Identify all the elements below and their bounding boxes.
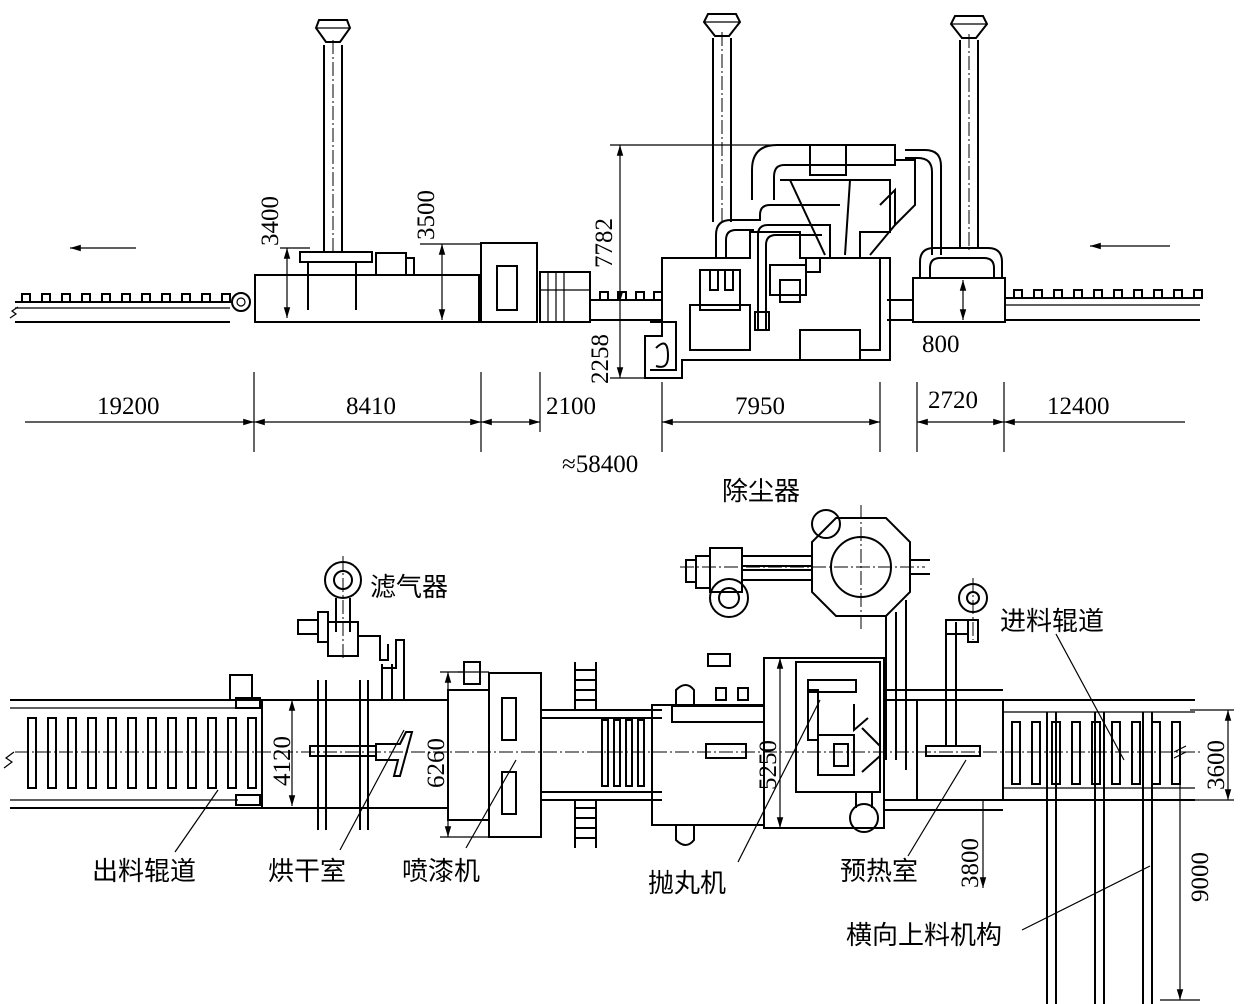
roller-block: [221, 293, 231, 303]
roller-block: [1053, 289, 1063, 299]
roller-block: [41, 293, 51, 303]
roller-block: [181, 293, 191, 303]
roller-block: [1113, 289, 1123, 299]
plan-paint-sprayer: [447, 661, 662, 838]
roller-slot: [637, 719, 645, 787]
label-cross-loader: 横向上料机构: [846, 921, 1002, 951]
plan-shot-blaster: [651, 505, 930, 846]
elevation-outfeed-roller: [9, 292, 251, 323]
elevation-view: 3400 3500 7782 2258 800 19200 8410 2100: [9, 13, 1203, 478]
roller-block: [599, 291, 609, 301]
plan-preheat-room: [884, 578, 1004, 811]
roller-slot: [207, 717, 217, 789]
roller-block: [1193, 289, 1203, 299]
plan-cross-conveyor-1: [574, 662, 645, 848]
roller-block: [21, 293, 31, 303]
roller-slot: [1151, 721, 1161, 785]
label-dust-collector: 除尘器: [722, 477, 800, 507]
label-outfeed-roller: 出料辊道: [92, 857, 196, 887]
elevation-mid-roller: [590, 291, 663, 321]
roller-slot: [227, 717, 237, 789]
label-preheat-room: 预热室: [840, 857, 918, 887]
roller-slot: [1071, 721, 1081, 785]
roller-slot: [147, 717, 157, 789]
roller-slot: [601, 719, 609, 787]
label-paint-sprayer: 喷漆机: [402, 857, 480, 887]
label-air-filter: 滤气器: [370, 573, 448, 603]
roller-slot: [247, 717, 257, 789]
roller-block: [161, 293, 171, 303]
roller-slot: [1111, 721, 1121, 785]
roller-block: [617, 291, 627, 301]
dim-total-length: ≈58400: [562, 451, 638, 478]
plan-dims: [288, 658, 1234, 1001]
elevation-shot-blaster: [644, 13, 942, 379]
roller-slot: [625, 719, 633, 787]
roller-slot: [47, 717, 57, 789]
dim-2720: 2720: [928, 387, 978, 414]
roller-block: [61, 293, 71, 303]
roller-block: [141, 293, 151, 303]
roller-block: [1173, 289, 1183, 299]
elevation-paint-sprayer: [480, 242, 591, 323]
roller-block: [1133, 289, 1143, 299]
roller-block: [1093, 289, 1103, 299]
dim-3800: 3800: [957, 838, 984, 888]
roller-block: [1013, 289, 1023, 299]
roller-slot: [1011, 721, 1021, 785]
roller-block: [121, 293, 131, 303]
roller-slot: [1031, 721, 1041, 785]
dim-7782: 7782: [591, 218, 618, 268]
dim-6260: 6260: [423, 738, 450, 788]
roller-block: [1033, 289, 1043, 299]
roller-slot: [613, 719, 621, 787]
roller-block: [635, 291, 645, 301]
roller-block: [1073, 289, 1083, 299]
dim-3400: 3400: [257, 196, 284, 246]
roller-slot: [1131, 721, 1141, 785]
plan-infeed-roller: [1003, 699, 1195, 1004]
roller-block: [653, 291, 663, 301]
dim-800: 800: [922, 331, 960, 358]
dim-12400: 12400: [1047, 393, 1110, 420]
label-drying-room: 烘干室: [268, 857, 346, 887]
roller-block: [81, 293, 91, 303]
roller-block: [1153, 289, 1163, 299]
roller-slot: [87, 717, 97, 789]
elevation-vertical-dims: [280, 144, 967, 379]
dim-4120: 4120: [269, 736, 296, 786]
elevation-vertical-dim-labels: 3400 3500 7782 2258 800: [257, 190, 960, 384]
leader-lines: [174, 633, 1151, 931]
plan-outfeed-roller: [3, 674, 262, 809]
elevation-horizontal-dim-labels: 19200 8410 2100 7950 2720 12400 ≈58400: [97, 387, 1110, 478]
elevation-infeed-roller: [1005, 289, 1203, 321]
dim-7950: 7950: [735, 393, 785, 420]
roller-slot: [107, 717, 117, 789]
roller-slot: [1171, 721, 1181, 785]
dim-2100: 2100: [546, 393, 596, 420]
dim-9000: 9000: [1187, 852, 1214, 902]
plan-dim-labels: 4120 6260 5250 3600 3800 9000: [269, 736, 1230, 902]
roller-block: [201, 293, 211, 303]
dim-2258: 2258: [587, 334, 614, 384]
plan-view: 4120 6260 5250 3600 3800 9000 除尘器 滤气器 进料…: [3, 477, 1234, 1004]
roller-slot: [127, 717, 137, 789]
elevation-drying-room: [254, 19, 480, 323]
dim-5250: 5250: [755, 740, 782, 790]
dim-8410: 8410: [346, 393, 396, 420]
elevation-preheat-room: [887, 15, 1006, 323]
label-shot-blaster: 抛丸机: [648, 869, 726, 899]
roller-slot: [187, 717, 197, 789]
component-labels: 除尘器 滤气器 进料辊道 出料辊道 烘干室 喷漆机 抛丸机 预热室 横向上料机构: [92, 477, 1104, 951]
elevation-horizontal-dims: [25, 372, 1185, 452]
roller-slot: [67, 717, 77, 789]
roller-slot: [27, 717, 37, 789]
roller-block: [101, 293, 111, 303]
dim-3500: 3500: [413, 190, 440, 240]
dim-3600: 3600: [1203, 740, 1230, 790]
dim-19200: 19200: [97, 393, 160, 420]
label-infeed-roller: 进料辊道: [1000, 607, 1104, 637]
roller-slot: [167, 717, 177, 789]
